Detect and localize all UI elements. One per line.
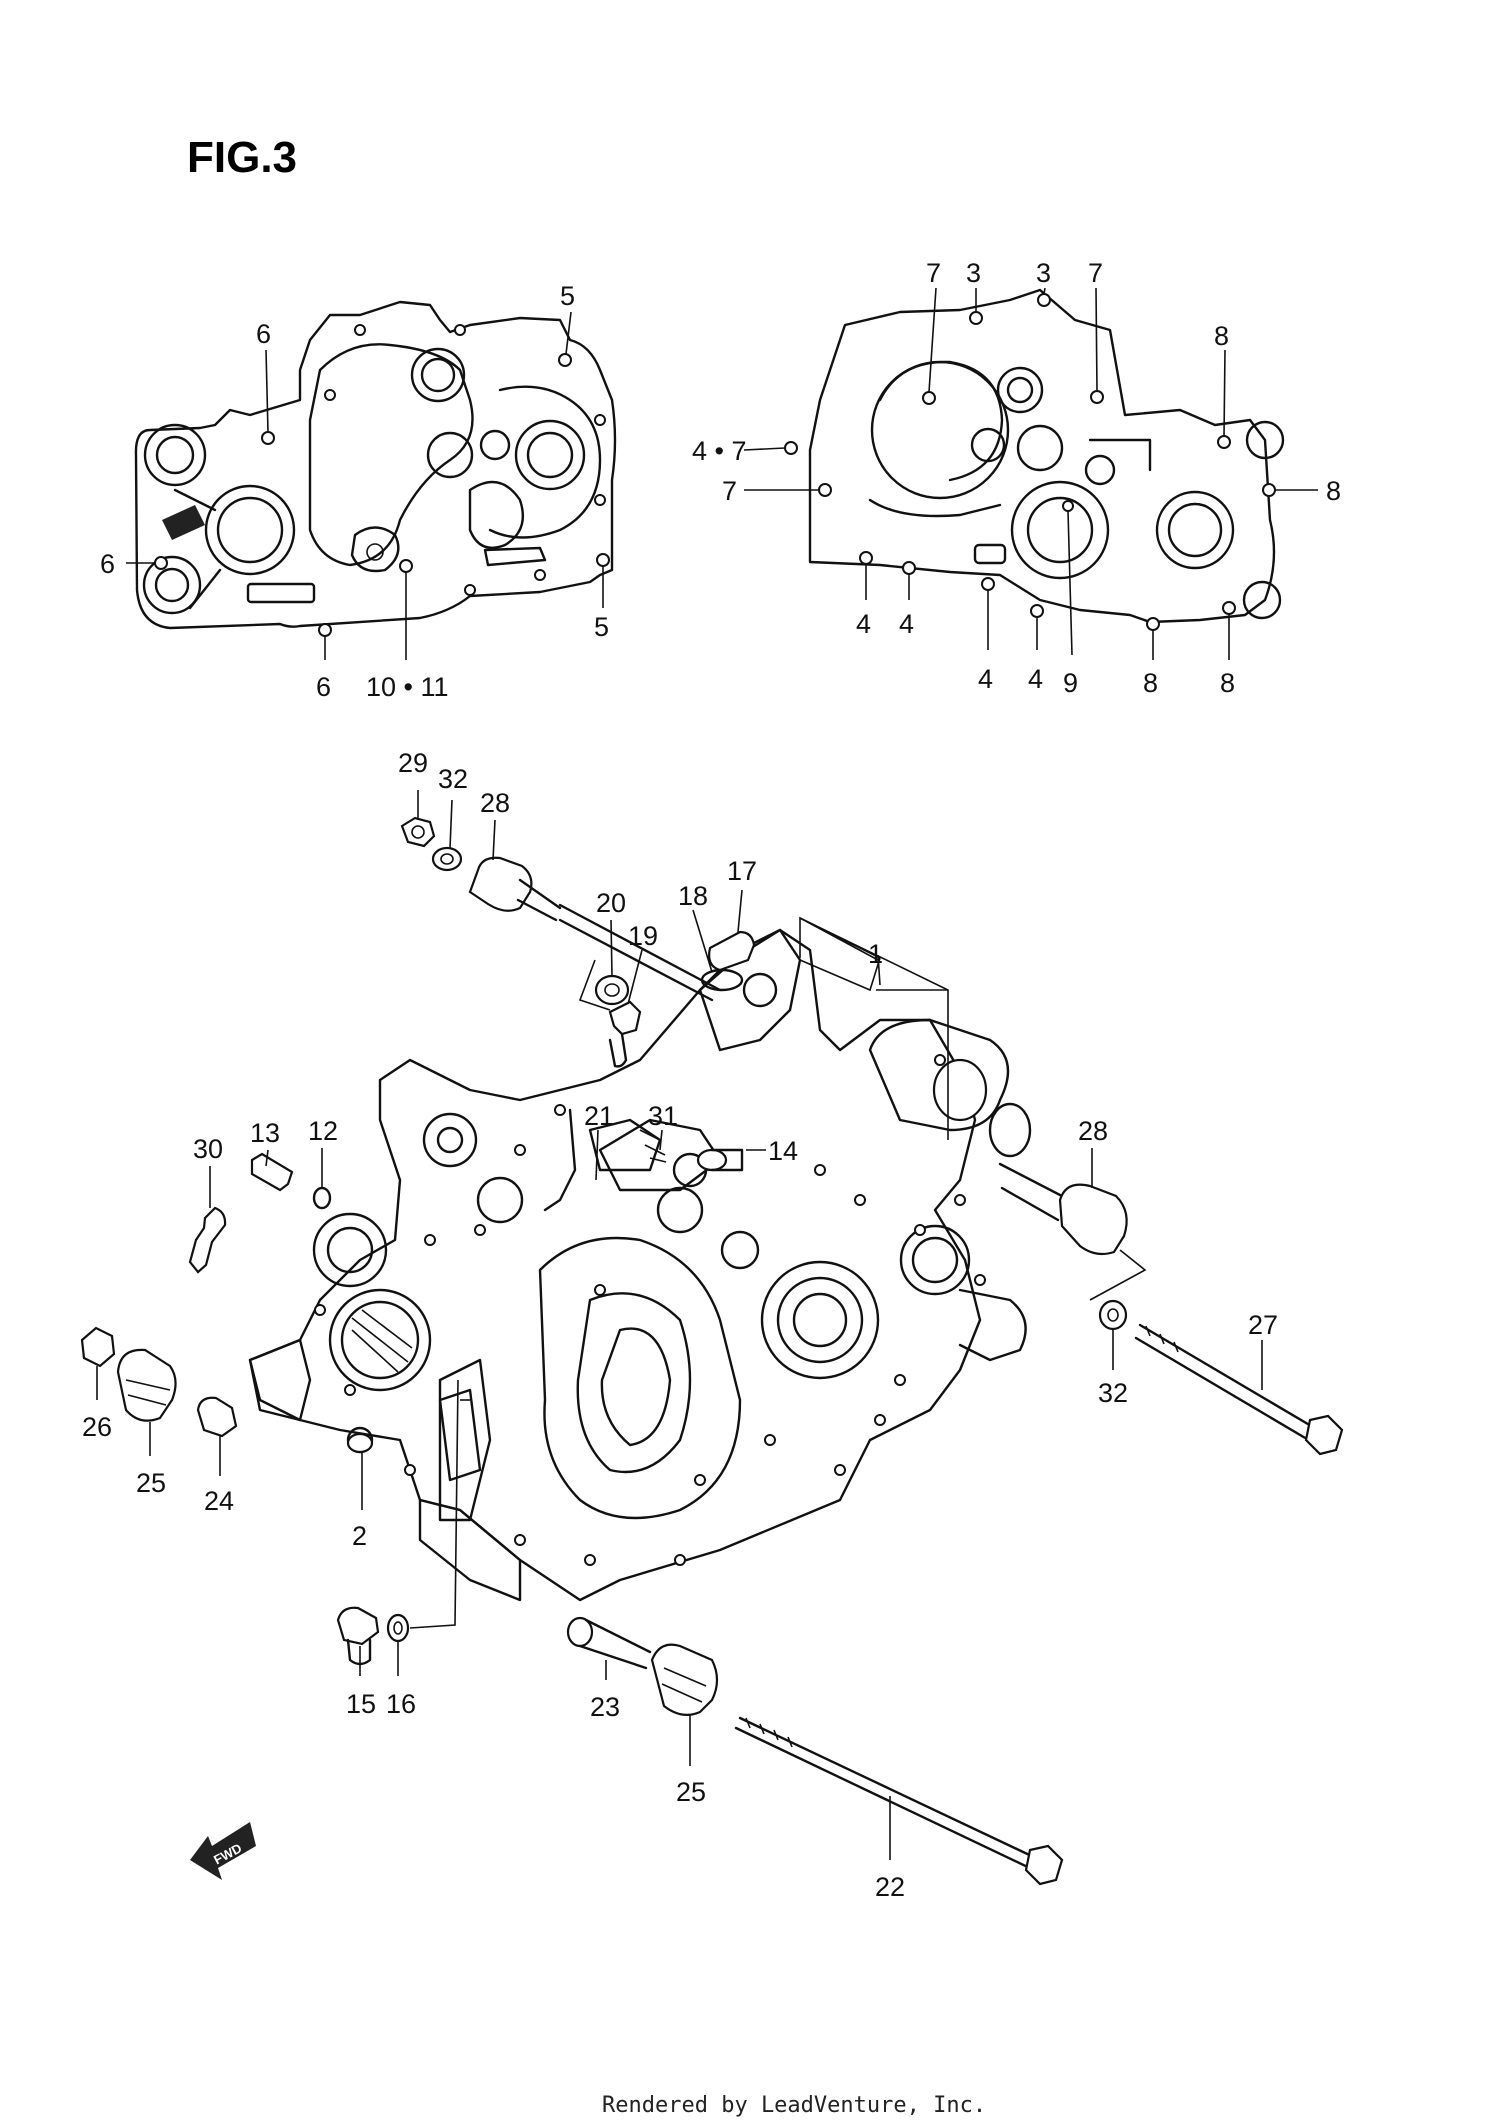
callout-28-right: 28 bbox=[1078, 1116, 1108, 1146]
callout-7-b: 7 bbox=[1088, 258, 1103, 288]
assembly-callouts: 29 32 28 20 19 18 17 1 21 31 14 13 12 30… bbox=[82, 748, 1278, 1902]
crankcase-assembly bbox=[248, 928, 1032, 1602]
callout-1: 1 bbox=[868, 939, 883, 969]
callout-13: 13 bbox=[250, 1118, 280, 1148]
footer-credit: Rendered by LeadVenture, Inc. bbox=[602, 2093, 986, 2118]
left-crankcase-half bbox=[134, 300, 617, 637]
callout-17: 17 bbox=[727, 856, 757, 886]
callout-2: 2 bbox=[352, 1521, 367, 1551]
callout-14: 14 bbox=[768, 1136, 798, 1166]
callout-22: 22 bbox=[875, 1872, 905, 1902]
callout-4-c: 4 bbox=[978, 664, 993, 694]
callout-31: 31 bbox=[648, 1101, 678, 1131]
callout-21: 21 bbox=[584, 1101, 614, 1131]
callout-6-left: 6 bbox=[100, 549, 115, 579]
callout-18: 18 bbox=[678, 881, 708, 911]
right-case-callouts: 7 3 3 7 8 4 • 7 7 8 4 4 4 4 9 8 8 bbox=[692, 258, 1341, 698]
callout-8-bottom-a: 8 bbox=[1143, 668, 1158, 698]
callout-32-top: 32 bbox=[438, 764, 468, 794]
callout-6-bottom: 6 bbox=[316, 672, 331, 702]
leader-brackets bbox=[409, 916, 1147, 1629]
callout-7-left: 7 bbox=[722, 476, 737, 506]
callout-16: 16 bbox=[386, 1689, 416, 1719]
callout-25-bottom: 25 bbox=[676, 1777, 706, 1807]
callout-4-a: 4 bbox=[856, 609, 871, 639]
callout-29: 29 bbox=[398, 748, 428, 778]
callout-8-top: 8 bbox=[1214, 321, 1229, 351]
forward-arrow-icon: FWD bbox=[190, 1822, 256, 1880]
right-crankcase-half bbox=[784, 288, 1285, 631]
callout-26: 26 bbox=[82, 1412, 112, 1442]
callout-25-left: 25 bbox=[136, 1468, 166, 1498]
figure-title: FIG.3 bbox=[187, 133, 297, 182]
callout-4-7: 4 • 7 bbox=[692, 436, 747, 466]
left-case-callouts: 6 5 6 5 6 10 • 11 bbox=[100, 281, 609, 702]
callout-8-right: 8 bbox=[1326, 476, 1341, 506]
callout-15: 15 bbox=[346, 1689, 376, 1719]
callout-7-a: 7 bbox=[926, 258, 941, 288]
callout-20: 20 bbox=[596, 888, 626, 918]
callout-3-b: 3 bbox=[1036, 258, 1051, 288]
assembly-parts bbox=[80, 816, 1344, 1886]
callout-27: 27 bbox=[1248, 1310, 1278, 1340]
callout-28-top: 28 bbox=[480, 788, 510, 818]
callout-5-bottom: 5 bbox=[594, 612, 609, 642]
callout-10-11: 10 • 11 bbox=[366, 672, 449, 702]
callout-5-top: 5 bbox=[560, 281, 575, 311]
callout-23: 23 bbox=[590, 1692, 620, 1722]
callout-19: 19 bbox=[628, 921, 658, 951]
callout-4-b: 4 bbox=[899, 609, 914, 639]
callout-4-d: 4 bbox=[1028, 664, 1043, 694]
callout-30: 30 bbox=[193, 1134, 223, 1164]
callout-6-top: 6 bbox=[256, 319, 271, 349]
callout-24: 24 bbox=[204, 1486, 234, 1516]
callout-32-right: 32 bbox=[1098, 1378, 1128, 1408]
callout-3-a: 3 bbox=[966, 258, 981, 288]
callout-8-bottom-b: 8 bbox=[1220, 668, 1235, 698]
callout-9: 9 bbox=[1063, 668, 1078, 698]
callout-12: 12 bbox=[308, 1116, 338, 1146]
